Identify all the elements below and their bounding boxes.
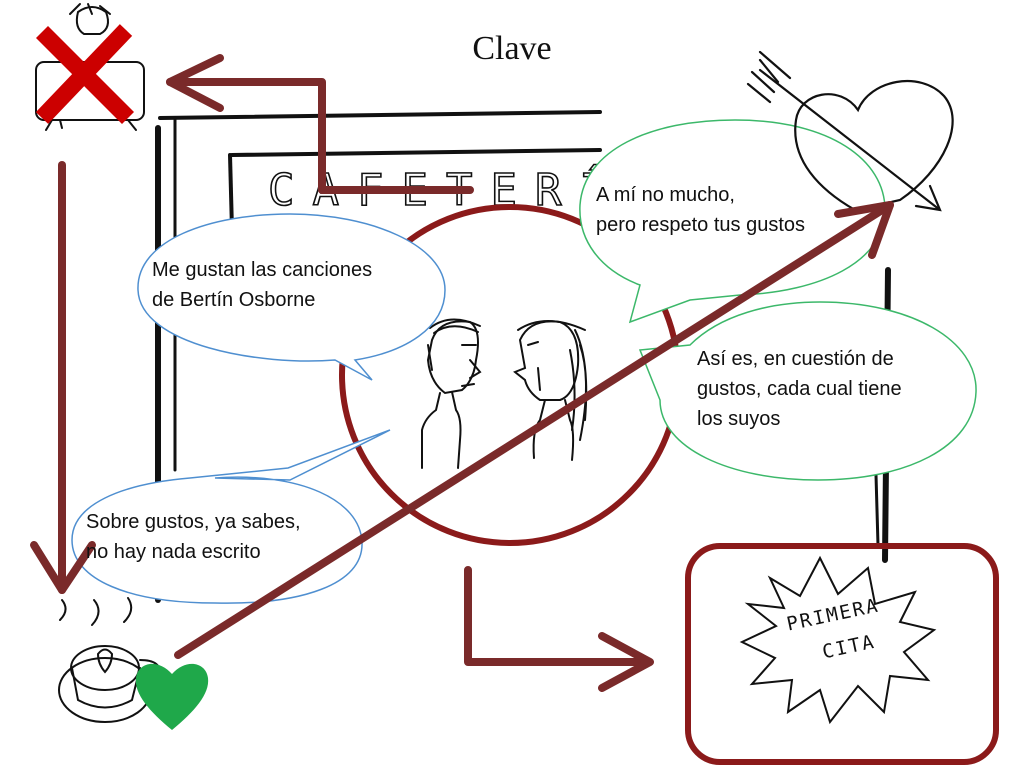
bubble-line: gustos, cada cual tiene — [697, 378, 902, 400]
bubble-line: Así es, en cuestión de — [697, 348, 894, 370]
bubble-line: Sobre gustos, ya sabes, — [86, 511, 301, 533]
green-heart-icon — [135, 663, 209, 730]
bubble-line: no hay nada escrito — [86, 541, 261, 563]
arrowhead-to-cross — [166, 54, 224, 112]
arrowhead-to-heart — [834, 201, 894, 259]
arrowhead-to-cup — [30, 541, 96, 594]
rejected-person-sketch — [35, 3, 145, 131]
bubble-line: Me gustan las canciones — [152, 259, 373, 281]
coffee-cup-icon — [58, 597, 162, 723]
speech-bubble-asi-es — [638, 301, 977, 481]
bubble-line: A mí no mucho, — [596, 184, 735, 206]
cross-icon — [35, 24, 135, 125]
bubble-bertin-text: Me gustan las canciones de Bertín Osborn… — [152, 255, 372, 315]
speech-bubble-sobre-gustos — [71, 429, 391, 604]
bubble-line: los suyos — [697, 408, 781, 430]
arrows — [30, 54, 894, 692]
speech-bubble-bertin — [137, 213, 446, 381]
heart-arrow-icon — [746, 50, 954, 212]
starburst-icon — [739, 555, 937, 725]
bubble-line: pero respeto tus gustos — [596, 214, 806, 236]
arrowhead-to-date — [598, 632, 654, 692]
two-people-sketch — [421, 318, 588, 469]
primera-cita-box — [685, 543, 999, 765]
bubble-no-mucho-text: A mí no mucho, pero respeto tus gustos — [596, 180, 805, 240]
bubble-sobre-gustos-text: Sobre gustos, ya sabes, no hay nada escr… — [86, 507, 301, 567]
bubble-line: de Bertín Osborne — [152, 289, 316, 311]
arrow-circle-to-date — [464, 566, 644, 666]
bubble-asi-es-text: Así es, en cuestión de gustos, cada cual… — [697, 344, 902, 434]
page-title: Clave — [472, 30, 552, 67]
arrow-cup-to-heart — [174, 201, 894, 659]
arrow-sign-to-cross — [166, 78, 474, 194]
